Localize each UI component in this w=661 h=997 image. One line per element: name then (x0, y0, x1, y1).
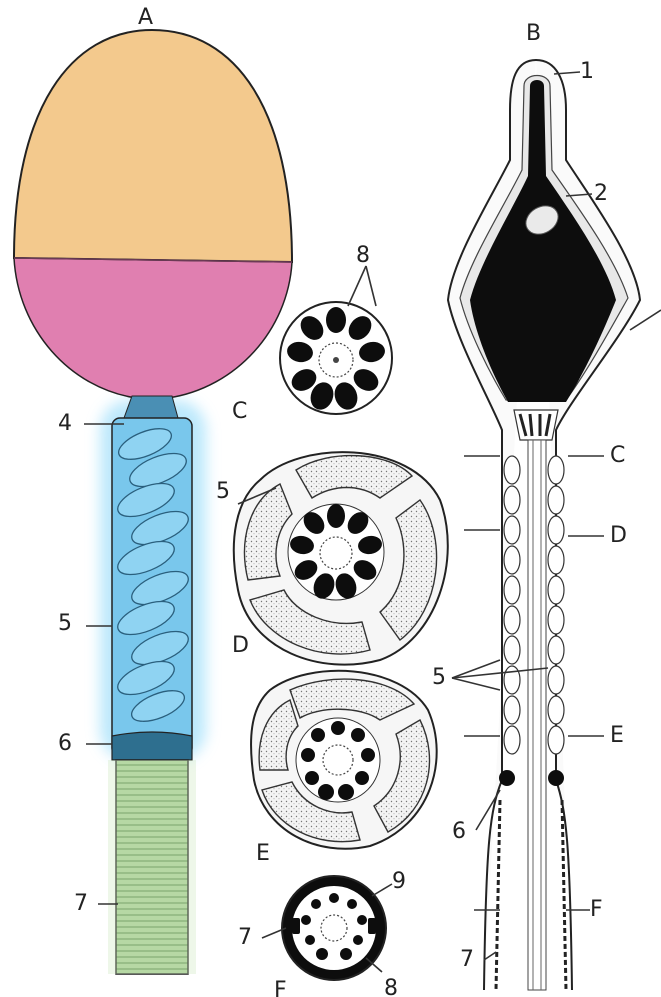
label-section-c: C (232, 399, 247, 424)
head-postacrosomal (14, 258, 292, 398)
label-7-f: 7 (238, 925, 252, 950)
label-6-b: 6 (452, 819, 466, 844)
annulus-right (548, 770, 564, 786)
label-9: 9 (392, 869, 406, 894)
label-b-d: D (610, 523, 627, 548)
cross-section-d (234, 452, 448, 665)
label-section-f: F (274, 978, 287, 997)
label-5-d: 5 (216, 479, 230, 504)
annulus-left (499, 770, 515, 786)
principal-piece-glow (108, 760, 196, 974)
mitochondria-left (504, 456, 520, 754)
label-2: 2 (594, 181, 608, 206)
cross-section-f (282, 876, 386, 980)
label-5-a: 5 (58, 611, 72, 636)
label-7-a: 7 (74, 891, 88, 916)
neck (124, 396, 178, 418)
annulus (112, 732, 192, 760)
label-5-b: 5 (432, 665, 446, 690)
label-section-e: E (256, 841, 270, 866)
label-1: 1 (580, 59, 594, 84)
label-b-f: F (590, 897, 603, 922)
label-8-c: 8 (356, 243, 370, 268)
label-panel-a: A (138, 5, 153, 30)
cross-section-e (251, 671, 437, 849)
panel-b-section (448, 60, 661, 990)
label-b-e: E (610, 723, 624, 748)
fibrous-sheath-left (496, 800, 500, 990)
label-7-b: 7 (460, 947, 474, 972)
label-6-a: 6 (58, 731, 72, 756)
label-b-c: C (610, 443, 625, 468)
label-panel-b: B (526, 21, 541, 46)
cross-section-c (280, 302, 392, 414)
label-8-f: 8 (384, 976, 398, 997)
edge-leader (630, 310, 661, 330)
head-acrosome (14, 30, 292, 262)
label-section-d: D (232, 633, 249, 658)
label-4: 4 (58, 411, 72, 436)
axoneme (528, 440, 546, 990)
